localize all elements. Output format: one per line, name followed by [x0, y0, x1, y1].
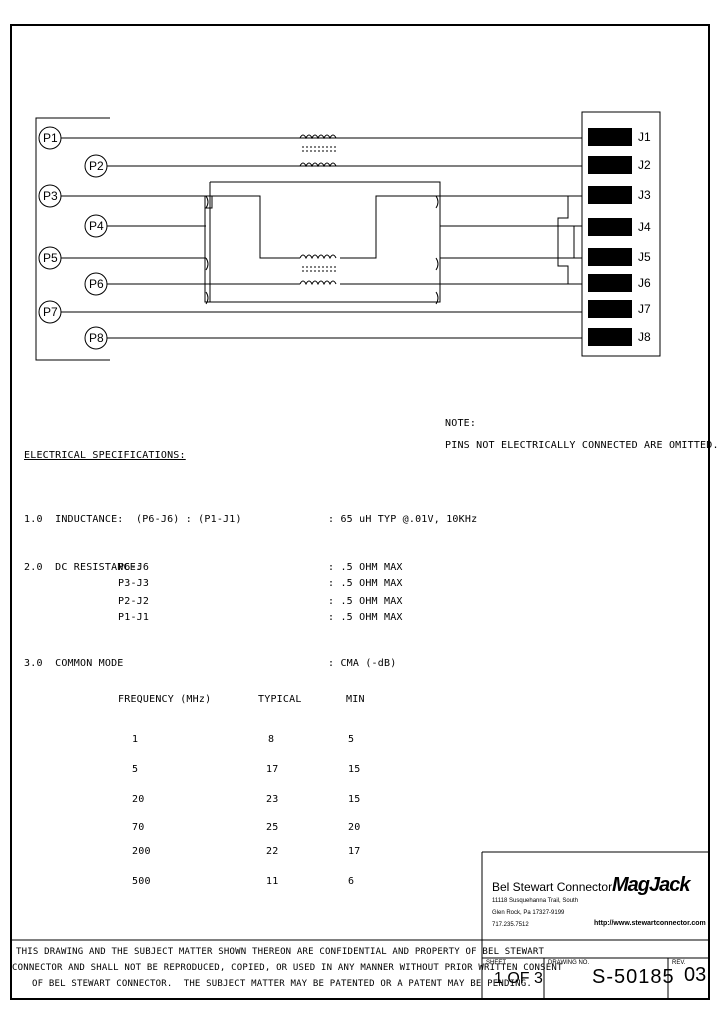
sheet-value: 1 OF 3 [494, 970, 543, 987]
inductance-value: : 65 uH TYP @.01V, 10KHz [328, 514, 478, 525]
dc-row-value: : .5 OHM MAX [328, 596, 403, 607]
pin-label-p5: P5 [43, 251, 58, 265]
table-cell: 22 [266, 846, 279, 857]
common-mode-label: 3.0 COMMON MODE [24, 658, 124, 669]
table-cell: 5 [132, 764, 139, 775]
jack-contact-j3 [588, 186, 632, 204]
jack-contact-j8 [588, 328, 632, 346]
company-address-2: Glen Rock, Pa 17327-9199 [492, 910, 565, 916]
table-cell: 11 [266, 876, 279, 887]
table-cell: 500 [132, 876, 151, 887]
table-cell: 20 [132, 794, 145, 805]
jack-label-j3: J3 [638, 188, 651, 202]
jack-label-j7: J7 [638, 302, 651, 316]
note-text: PINS NOT ELECTRICALLY CONNECTED ARE OMIT… [445, 440, 719, 451]
company-url: http://www.stewartconnector.com [594, 920, 706, 927]
jack-label-j5: J5 [638, 250, 651, 264]
pin-circle-p4 [84, 214, 108, 238]
pin-label-p2: P2 [89, 159, 104, 173]
table-cell: 6 [348, 876, 355, 887]
company-phone: 717.235.7512 [492, 922, 529, 928]
confidential-line-1: THIS DRAWING AND THE SUBJECT MATTER SHOW… [16, 947, 545, 957]
table-cell: 17 [266, 764, 279, 775]
pin-label-p7: P7 [43, 305, 58, 319]
j3-j6-jumper [557, 195, 582, 285]
note-title: NOTE: [445, 418, 477, 429]
inductance-label: 1.0 INDUCTANCE: (P6-J6) : (P1-J1) [24, 514, 242, 525]
dc-row-pair: P3-J3 [118, 578, 150, 589]
specs-heading: ELECTRICAL SPECIFICATIONS: [24, 450, 186, 461]
transformer-top [299, 134, 338, 168]
col-header-typical: TYPICAL [258, 694, 302, 705]
jack-label-j8: J8 [638, 330, 651, 344]
jack-contact-j5 [588, 248, 632, 266]
pin-label-p6: P6 [89, 277, 104, 291]
rev-value: 03 [684, 964, 707, 986]
pin-label-p4: P4 [89, 219, 104, 233]
jack-label-j1: J1 [638, 130, 651, 144]
confidential-line-2: CONNECTOR AND SHALL NOT BE REPRODUCED, C… [12, 963, 563, 973]
pin-label-p1: P1 [43, 131, 58, 145]
table-cell: 200 [132, 846, 151, 857]
col-header-min: MIN [346, 694, 365, 705]
pin-circle-p8 [84, 326, 108, 350]
pin-label-p3: P3 [43, 189, 58, 203]
jack-contact-j7 [588, 300, 632, 318]
jack-label-j2: J2 [638, 158, 651, 172]
left-connector-outline [35, 117, 110, 361]
pin-circle-p2 [84, 154, 108, 178]
dc-row-pair: P6-J6 [118, 562, 150, 573]
dc-row-value: : .5 OHM MAX [328, 562, 403, 573]
line-p3-path [60, 195, 582, 303]
table-cell: 17 [348, 846, 361, 857]
table-cell: 8 [268, 734, 275, 745]
table-cell: 70 [132, 822, 145, 833]
rev-label: REV. [672, 960, 686, 966]
table-cell: 15 [348, 794, 361, 805]
table-cell: 5 [348, 734, 355, 745]
table-cell: 15 [348, 764, 361, 775]
col-header-frequency: FREQUENCY (MHz) [118, 694, 212, 705]
transformer-bottom [299, 254, 338, 286]
drawing-border [10, 24, 710, 1000]
dc-row-pair: P2-J2 [118, 596, 150, 607]
table-cell: 1 [132, 734, 139, 745]
pin-label-p8: P8 [89, 331, 104, 345]
company-name: Bel Stewart Connector [492, 880, 613, 894]
confidential-line-3: OF BEL STEWART CONNECTOR. THE SUBJECT MA… [32, 979, 533, 989]
jack-contact-j6 [588, 274, 632, 292]
table-cell: 25 [266, 822, 279, 833]
common-mode-value: : CMA (-dB) [328, 658, 397, 669]
company-address-1: 11118 Susquehanna Trail, South [492, 898, 579, 904]
pin-circle-p5 [38, 246, 62, 270]
sheet-label: SHEET [486, 960, 507, 966]
shield-top [210, 181, 441, 196]
table-cell: 20 [348, 822, 361, 833]
jack-contact-j4 [588, 218, 632, 236]
pin-circle-p1 [38, 126, 62, 150]
jack-label-j6: J6 [638, 276, 651, 290]
jack-contact-j2 [588, 156, 632, 174]
dc-row-value: : .5 OHM MAX [328, 612, 403, 623]
drawing-no-label: DRAWING NO. [548, 960, 590, 966]
magjack-logo: MagJack [612, 874, 690, 896]
dc-resistance-label: 2.0 DC RESISTANCE: [24, 562, 143, 573]
jack-contact-j1 [588, 128, 632, 146]
right-connector-outline [581, 111, 661, 357]
pin-circle-p3 [38, 184, 62, 208]
pin-circle-p6 [84, 272, 108, 296]
jack-label-j4: J4 [638, 220, 651, 234]
pin-circle-p7 [38, 300, 62, 324]
drawing-no-value: S-50185 [592, 966, 675, 988]
line-p3-transformer [212, 195, 300, 259]
dc-row-value: : .5 OHM MAX [328, 578, 403, 589]
table-cell: 23 [266, 794, 279, 805]
dc-row-pair: P1-J1 [118, 612, 150, 623]
